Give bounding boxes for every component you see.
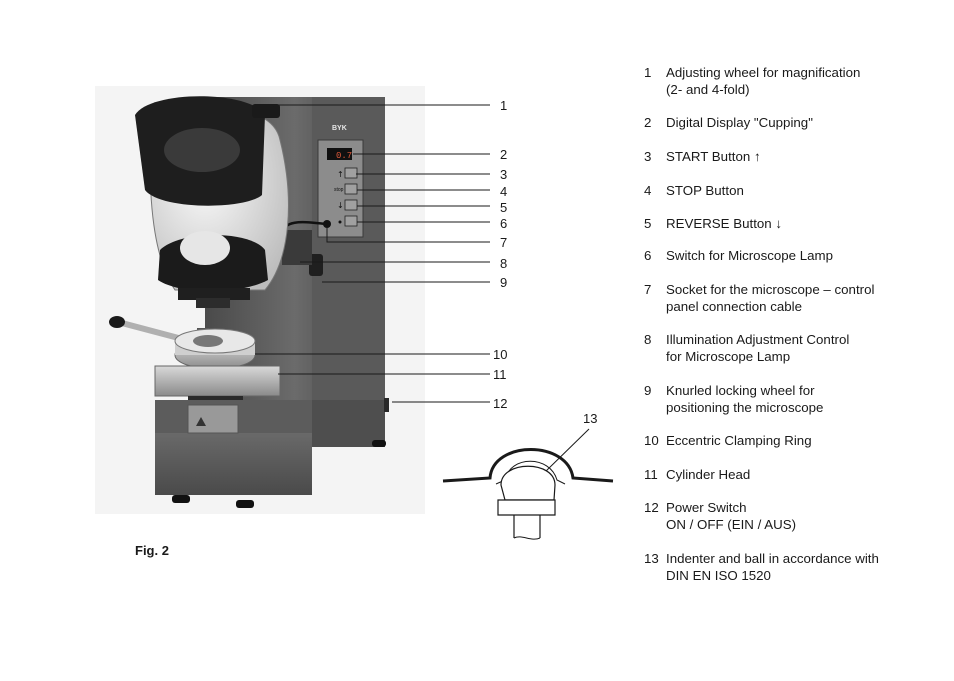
legend-text: DIN EN ISO 1520	[666, 568, 771, 583]
legend-number: 3	[644, 149, 652, 164]
lamp-switch[interactable]	[344, 215, 358, 227]
legend-text: START Button ↑	[666, 149, 761, 164]
legend-number: 5	[644, 216, 652, 231]
stop-symbol: stop	[334, 187, 344, 193]
legend-text: Cylinder Head	[666, 467, 751, 482]
callout-13: 13	[583, 411, 597, 426]
indenter-ball	[500, 465, 556, 501]
legend-text: ON / OFF (EIN / AUS)	[666, 517, 797, 532]
legend-text: Switch for Microscope Lamp	[666, 248, 834, 263]
reverse-symbol: ↓	[337, 201, 344, 210]
brand-logo: BYK	[332, 125, 347, 132]
legend-text: Power Switch	[666, 500, 747, 515]
legend-number: 6	[644, 248, 652, 263]
legend-text: Socket for the microscope – control	[666, 282, 875, 297]
legend-text: (2- and 4-fold)	[666, 82, 750, 97]
legend-text: STOP Button	[666, 183, 744, 198]
callout-11: 11	[493, 367, 507, 382]
legend-text: panel connection cable	[666, 299, 803, 314]
callout-5: 5	[500, 200, 507, 215]
start-symbol: ↑	[337, 170, 344, 179]
legend-text: Indenter and ball in accordance with	[666, 551, 879, 566]
illumination-control[interactable]	[309, 254, 323, 276]
callout-1: 1	[500, 98, 507, 113]
cupping-tester-photo: BYK 0.7 ↑ stop ↓	[95, 86, 425, 514]
legend-text: Illumination Adjustment Control	[666, 332, 850, 347]
callout-4: 4	[500, 184, 507, 199]
legend-number: 11	[644, 467, 658, 482]
digital-display	[327, 148, 352, 160]
legend-text: positioning the microscope	[666, 400, 824, 415]
callout-3: 3	[500, 167, 507, 182]
lever-knob[interactable]	[109, 316, 125, 328]
legend-number: 10	[644, 433, 659, 448]
legend-text: Adjusting wheel for magnification	[666, 65, 861, 80]
legend-text: REVERSE Button ↓	[666, 216, 783, 231]
callout-10: 10	[493, 347, 507, 362]
legend-number: 13	[644, 551, 659, 566]
reverse-button[interactable]	[344, 199, 358, 211]
legend-number: 7	[644, 282, 652, 297]
cylinder-head	[154, 365, 281, 397]
legend-number: 2	[644, 115, 652, 130]
indenter-diagram	[442, 428, 614, 540]
legend-text: Eccentric Clamping Ring	[666, 433, 812, 448]
callout-9: 9	[500, 275, 507, 290]
warning-icon	[196, 417, 206, 426]
callout-lines	[255, 104, 490, 403]
legend-text: Knurled locking wheel for	[666, 383, 815, 398]
lamp-switch-icon	[338, 220, 342, 224]
power-switch[interactable]	[384, 398, 389, 412]
legend-number: 8	[644, 332, 652, 347]
callout-2: 2	[500, 147, 507, 162]
figure-caption: Fig. 2	[135, 543, 169, 558]
callout-8: 8	[500, 256, 507, 271]
callout-6: 6	[500, 216, 507, 231]
start-button[interactable]	[344, 167, 358, 179]
legend-text: for Microscope Lamp	[666, 349, 791, 364]
display-reading: 0.7	[336, 151, 352, 161]
legend-number: 4	[644, 183, 652, 198]
callout-7: 7	[500, 235, 507, 250]
legend-text: Digital Display "Cupping"	[666, 115, 813, 130]
legend-number: 1	[644, 65, 652, 80]
legend-number: 12	[644, 500, 659, 515]
callout-12: 12	[493, 396, 507, 411]
legend-number: 9	[644, 383, 652, 398]
stop-button[interactable]	[344, 183, 358, 195]
